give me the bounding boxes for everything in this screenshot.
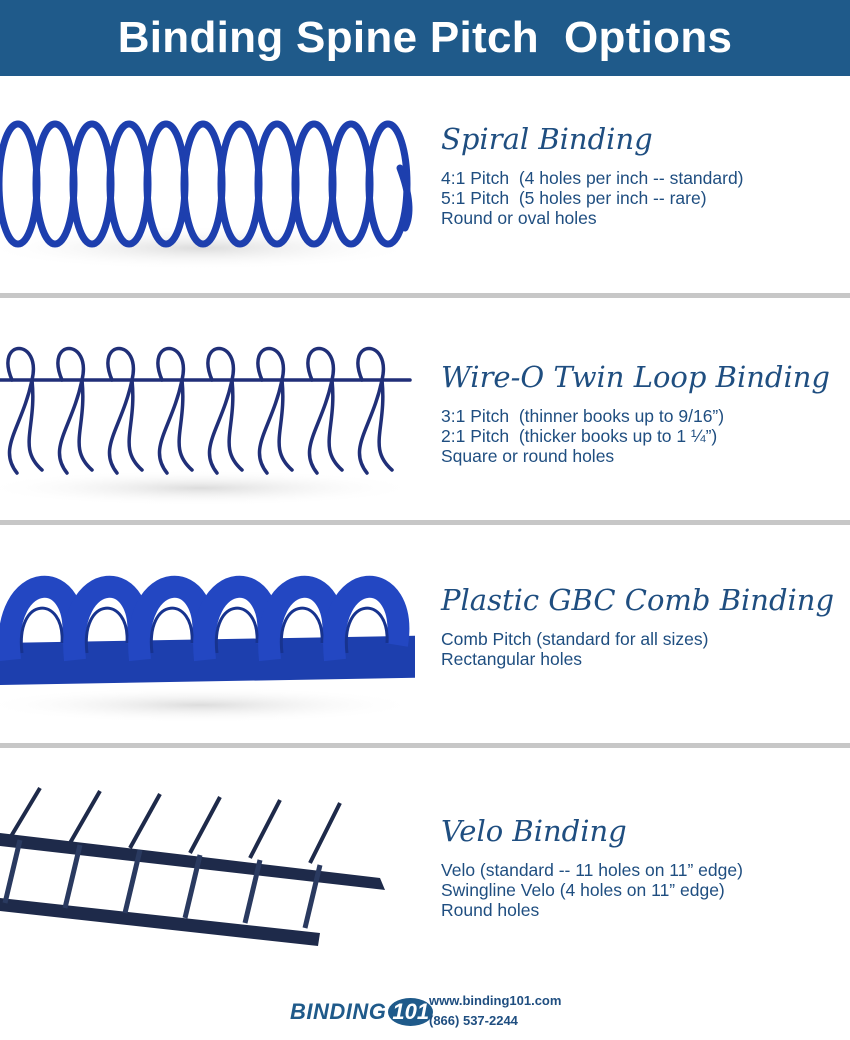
logo-badge: 101 xyxy=(388,998,434,1026)
velo-bottom-rail xyxy=(0,898,320,946)
plastic-comb-image xyxy=(0,575,420,723)
info-line: Swingline Velo (4 holes on 11” edge) xyxy=(441,880,725,900)
phone-number: (866) 537-2244 xyxy=(429,1013,518,1028)
velo-top-rail xyxy=(0,833,385,890)
wire-loop xyxy=(77,378,94,472)
info-line: Round or oval holes xyxy=(441,208,597,228)
velo-prong xyxy=(308,802,342,864)
coil-loop xyxy=(254,120,300,248)
wire-loop xyxy=(277,378,294,472)
spiral-info: Spiral Binding 4:1 Pitch (4 holes per in… xyxy=(441,122,744,228)
coil-loop xyxy=(291,120,337,248)
info-line: 2:1 Pitch (thicker books up to 1 ¼”) xyxy=(441,426,718,446)
coil-loop xyxy=(365,120,411,248)
info-line: Round holes xyxy=(441,900,540,920)
coil-loop xyxy=(328,120,374,248)
section-title: Wire-O Twin Loop Binding xyxy=(441,360,830,394)
velo-prong xyxy=(8,786,42,840)
comb-ring-edge xyxy=(214,606,259,654)
page-title: Binding Spine Pitch Options xyxy=(117,13,733,62)
wire-loop xyxy=(377,378,394,472)
velo-crossbar xyxy=(2,839,23,904)
section-spiral: Spiral Binding 4:1 Pitch (4 holes per in… xyxy=(0,78,850,293)
coil-loop xyxy=(217,120,263,248)
binding101-logo: BINDING 101 xyxy=(290,993,434,1031)
page-header: Binding Spine Pitch Options xyxy=(0,0,850,76)
comb-ring-edge xyxy=(149,606,194,654)
velo-info: Velo Binding Velo (standard -- 11 holes … xyxy=(441,814,743,920)
contact-info: www.binding101.com (866) 537-2244 xyxy=(429,991,561,1031)
coil-loop xyxy=(0,120,41,248)
coil-loop xyxy=(32,120,78,248)
section-title: Plastic GBC Comb Binding xyxy=(441,583,835,617)
comb-ring-edge xyxy=(279,606,324,654)
section-title: Spiral Binding xyxy=(441,122,653,156)
coil-loop xyxy=(69,120,115,248)
wire-loop xyxy=(177,378,194,472)
coil-end xyxy=(396,164,413,232)
comb-ring-edge xyxy=(344,606,389,654)
info-line: Comb Pitch (standard for all sizes) xyxy=(441,629,709,649)
info-line: Velo (standard -- 11 holes on 11” edge) xyxy=(441,860,743,880)
info-line: 3:1 Pitch (thinner books up to 9/16”) xyxy=(441,406,725,426)
section-title: Velo Binding xyxy=(441,814,627,848)
info-line: 5:1 Pitch (5 holes per inch -- rare) xyxy=(441,188,707,208)
section-divider xyxy=(0,743,850,748)
section-comb: Plastic GBC Comb Binding Comb Pitch (sta… xyxy=(0,525,850,743)
coil-loop xyxy=(143,120,189,248)
velo-prong xyxy=(68,790,102,844)
velo-crossbar xyxy=(182,854,203,919)
section-velo: Velo Binding Velo (standard -- 11 holes … xyxy=(0,748,850,978)
comb-spine xyxy=(0,635,415,685)
velo-prong xyxy=(248,799,282,859)
wire-loop xyxy=(27,378,44,472)
section-wire-o: Wire-O Twin Loop Binding 3:1 Pitch (thin… xyxy=(0,298,850,520)
section-divider xyxy=(0,520,850,525)
info-line: Rectangular holes xyxy=(441,649,583,669)
coil-loop xyxy=(180,120,226,248)
wire-o-info: Wire-O Twin Loop Binding 3:1 Pitch (thin… xyxy=(441,360,830,466)
logo-text: BINDING xyxy=(290,999,387,1024)
velo-crossbar xyxy=(122,849,143,914)
spiral-coil-image xyxy=(0,120,420,270)
comb-info: Plastic GBC Comb Binding Comb Pitch (sta… xyxy=(441,583,834,669)
comb-ring xyxy=(323,575,410,662)
velo-prong xyxy=(128,793,162,849)
wire-loop xyxy=(127,378,144,472)
velo-crossbar xyxy=(302,864,323,929)
section-divider xyxy=(0,293,850,298)
velo-crossbar xyxy=(242,859,263,924)
coil-loop xyxy=(106,120,152,248)
info-line: 4:1 Pitch (4 holes per inch -- standard) xyxy=(441,168,744,188)
velo-strip-image xyxy=(0,786,385,946)
wire-loop xyxy=(227,378,244,472)
info-line: Square or round holes xyxy=(441,446,615,466)
website-link[interactable]: www.binding101.com xyxy=(429,993,562,1008)
comb-ring-edge xyxy=(84,606,129,654)
velo-crossbar xyxy=(62,844,83,909)
velo-prong xyxy=(188,796,222,854)
comb-ring-edge xyxy=(19,606,64,654)
wire-loop xyxy=(327,378,344,472)
wire-o-loop-image xyxy=(0,346,420,506)
